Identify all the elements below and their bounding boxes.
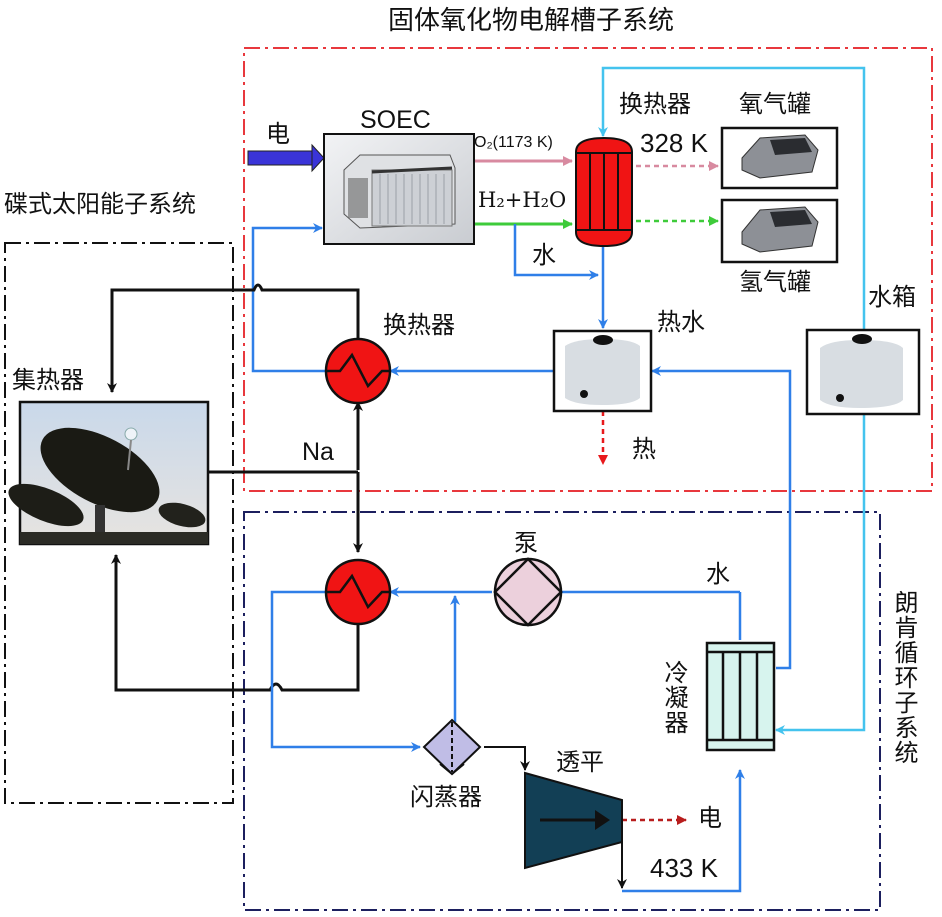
h2-stream-label: H₂+H₂O [478, 188, 567, 212]
rankine-subsystem-title: 朗肯循环子系统 [890, 590, 918, 765]
turbine-symbol [524, 771, 623, 870]
soec-subsystem-border [243, 47, 933, 492]
na-loop-label: Na [302, 438, 334, 466]
o2-stream-label: O₂(1173 K) [474, 134, 553, 151]
hx-mid-label: 换热器 [383, 311, 455, 339]
soec-subsystem-title: 固体氧化物电解槽子系统 [388, 6, 675, 36]
hx-to-soec-line [251, 223, 328, 373]
hot-water-tank-label: 热水 [657, 308, 705, 336]
water-tank-label: 水箱 [868, 283, 916, 311]
soec-label: SOEC [360, 106, 431, 134]
exhaust-to-condenser-line [622, 769, 745, 893]
flash-to-turbine-line [484, 746, 530, 771]
condenser-symbol [705, 641, 776, 752]
flash-separator-label: 闪蒸器 [410, 783, 482, 811]
turbine-label: 透平 [556, 748, 604, 776]
flash-separator-symbol [422, 718, 482, 776]
hx-top-vessel [575, 136, 633, 248]
solar-subsystem-title: 碟式太阳能子系统 [4, 190, 196, 218]
electricity-input-arrow [247, 143, 325, 173]
cooling-to-condenser-line [775, 414, 866, 735]
hx-top-label: 换热器 [619, 90, 691, 118]
water-tank-image [805, 328, 921, 416]
electricity-output-label: 电 [698, 804, 722, 832]
heat-output-label: 热 [632, 435, 656, 463]
condenser-label: 冷凝器 [660, 660, 688, 735]
h2-tank-label: 氢气罐 [739, 268, 811, 296]
o2-tank-label: 氧气罐 [739, 90, 811, 118]
pump-label: 泵 [514, 529, 538, 557]
na-loop-top-line [107, 283, 360, 393]
hot-water-tank-image [552, 329, 653, 413]
temp-433-label: 433 K [650, 853, 718, 883]
o2-tank-image [720, 126, 839, 190]
condenser-to-hotwater-line [651, 366, 792, 670]
water-branch-line [513, 224, 599, 280]
solar-dish-collector-image [8, 400, 210, 546]
electricity-input-label: 电 [266, 120, 290, 148]
temp-328-label: 328 K [640, 128, 708, 158]
na-return-line [111, 554, 360, 692]
h2-tank-image [720, 198, 839, 264]
water-return-label: 水 [706, 560, 730, 588]
water-branch-label: 水 [532, 241, 556, 269]
pump-symbol [493, 557, 563, 627]
hx-mid-circle [324, 337, 392, 405]
rankine-subsystem-border [243, 511, 881, 911]
cooling-to-hx-line [598, 66, 866, 330]
hx-to-flash-line [270, 590, 421, 752]
solar-subsystem-border [4, 242, 234, 804]
hx-low-circle [324, 558, 392, 626]
soec-stack-image [323, 133, 475, 245]
collector-label: 集热器 [12, 366, 84, 394]
